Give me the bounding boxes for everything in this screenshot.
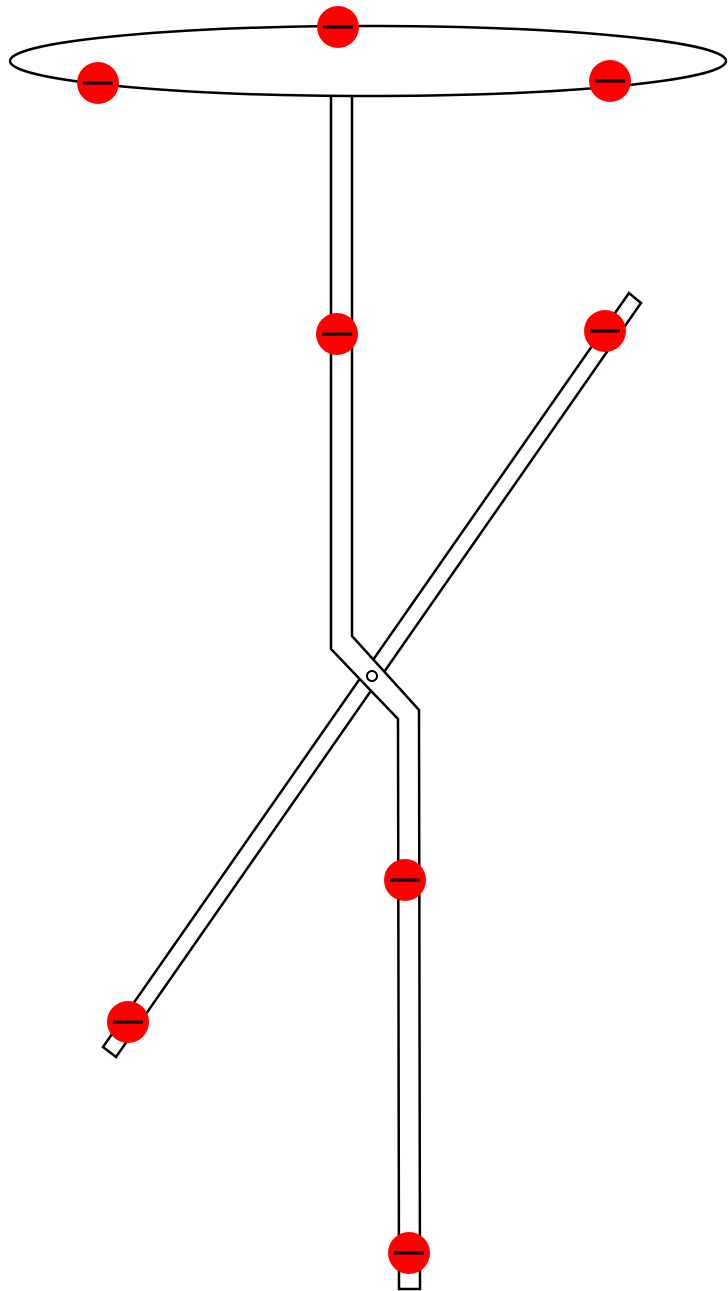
marker-plate-top bbox=[317, 6, 359, 48]
marker-plate-right bbox=[589, 60, 631, 102]
top-plate bbox=[8, 24, 728, 98]
marker-vertical-rod-lower bbox=[384, 859, 426, 901]
marker-plate-left bbox=[77, 62, 119, 104]
markers-group bbox=[77, 6, 631, 1274]
pivot-circle bbox=[366, 670, 378, 682]
marker-vertical-rod-upper bbox=[316, 313, 358, 355]
vertical-rod bbox=[329, 93, 422, 1291]
marker-vertical-rod-bottom bbox=[388, 1232, 430, 1274]
marker-diagonal-rod-bottom bbox=[107, 1001, 149, 1043]
marker-diagonal-rod-top bbox=[584, 310, 626, 352]
